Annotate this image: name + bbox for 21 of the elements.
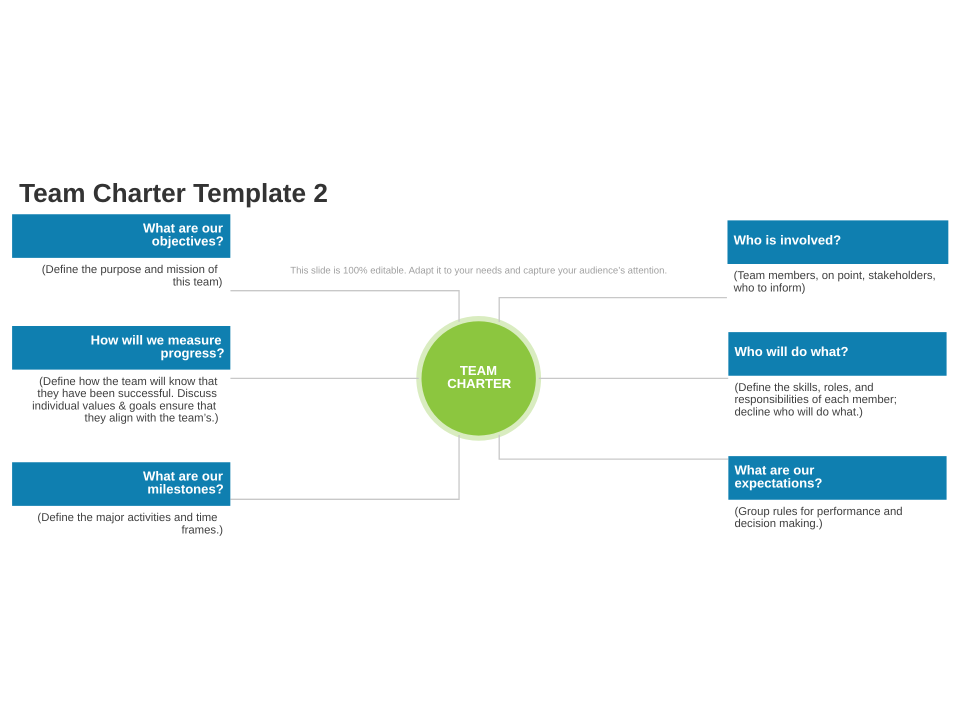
connector [230,290,460,322]
node-label: (Group rules for performance and decision making.) [734,505,903,530]
node-label: (Define how the team will know that they have been successful. Discuss individual values & goals ensure that they align with the team’s.) [32,375,218,424]
node-label: (Define the major activities and time frames.) [37,512,223,536]
node-box: What are our milestones? [12,462,230,506]
diagram-title: Team Charter Template 2 [19,178,328,208]
connector [230,434,460,500]
node-label: (Define the skills, roles, and responsibilities of each member; decline who will do what.) [734,381,897,418]
node-box: What are our expectations? [728,456,947,500]
connector [230,377,419,379]
node-box: How will we measure progress? [12,326,230,370]
node-circle: TEAM CHARTER [416,315,542,440]
connector [498,296,727,322]
node-box: Who will do what? [728,332,947,376]
node-label: (Team members, on point, stakeholders, who to inform) [734,270,936,294]
node-box: Who is involved? [727,220,948,264]
node-box: What are our objectives? [12,214,230,258]
node-label: (Define the purpose and mission of this team) [42,264,222,288]
label: This slide is 100% editable. Adapt it to your needs and capture your audience’s attention. [290,264,668,276]
connector [498,434,728,460]
connector [538,377,728,379]
